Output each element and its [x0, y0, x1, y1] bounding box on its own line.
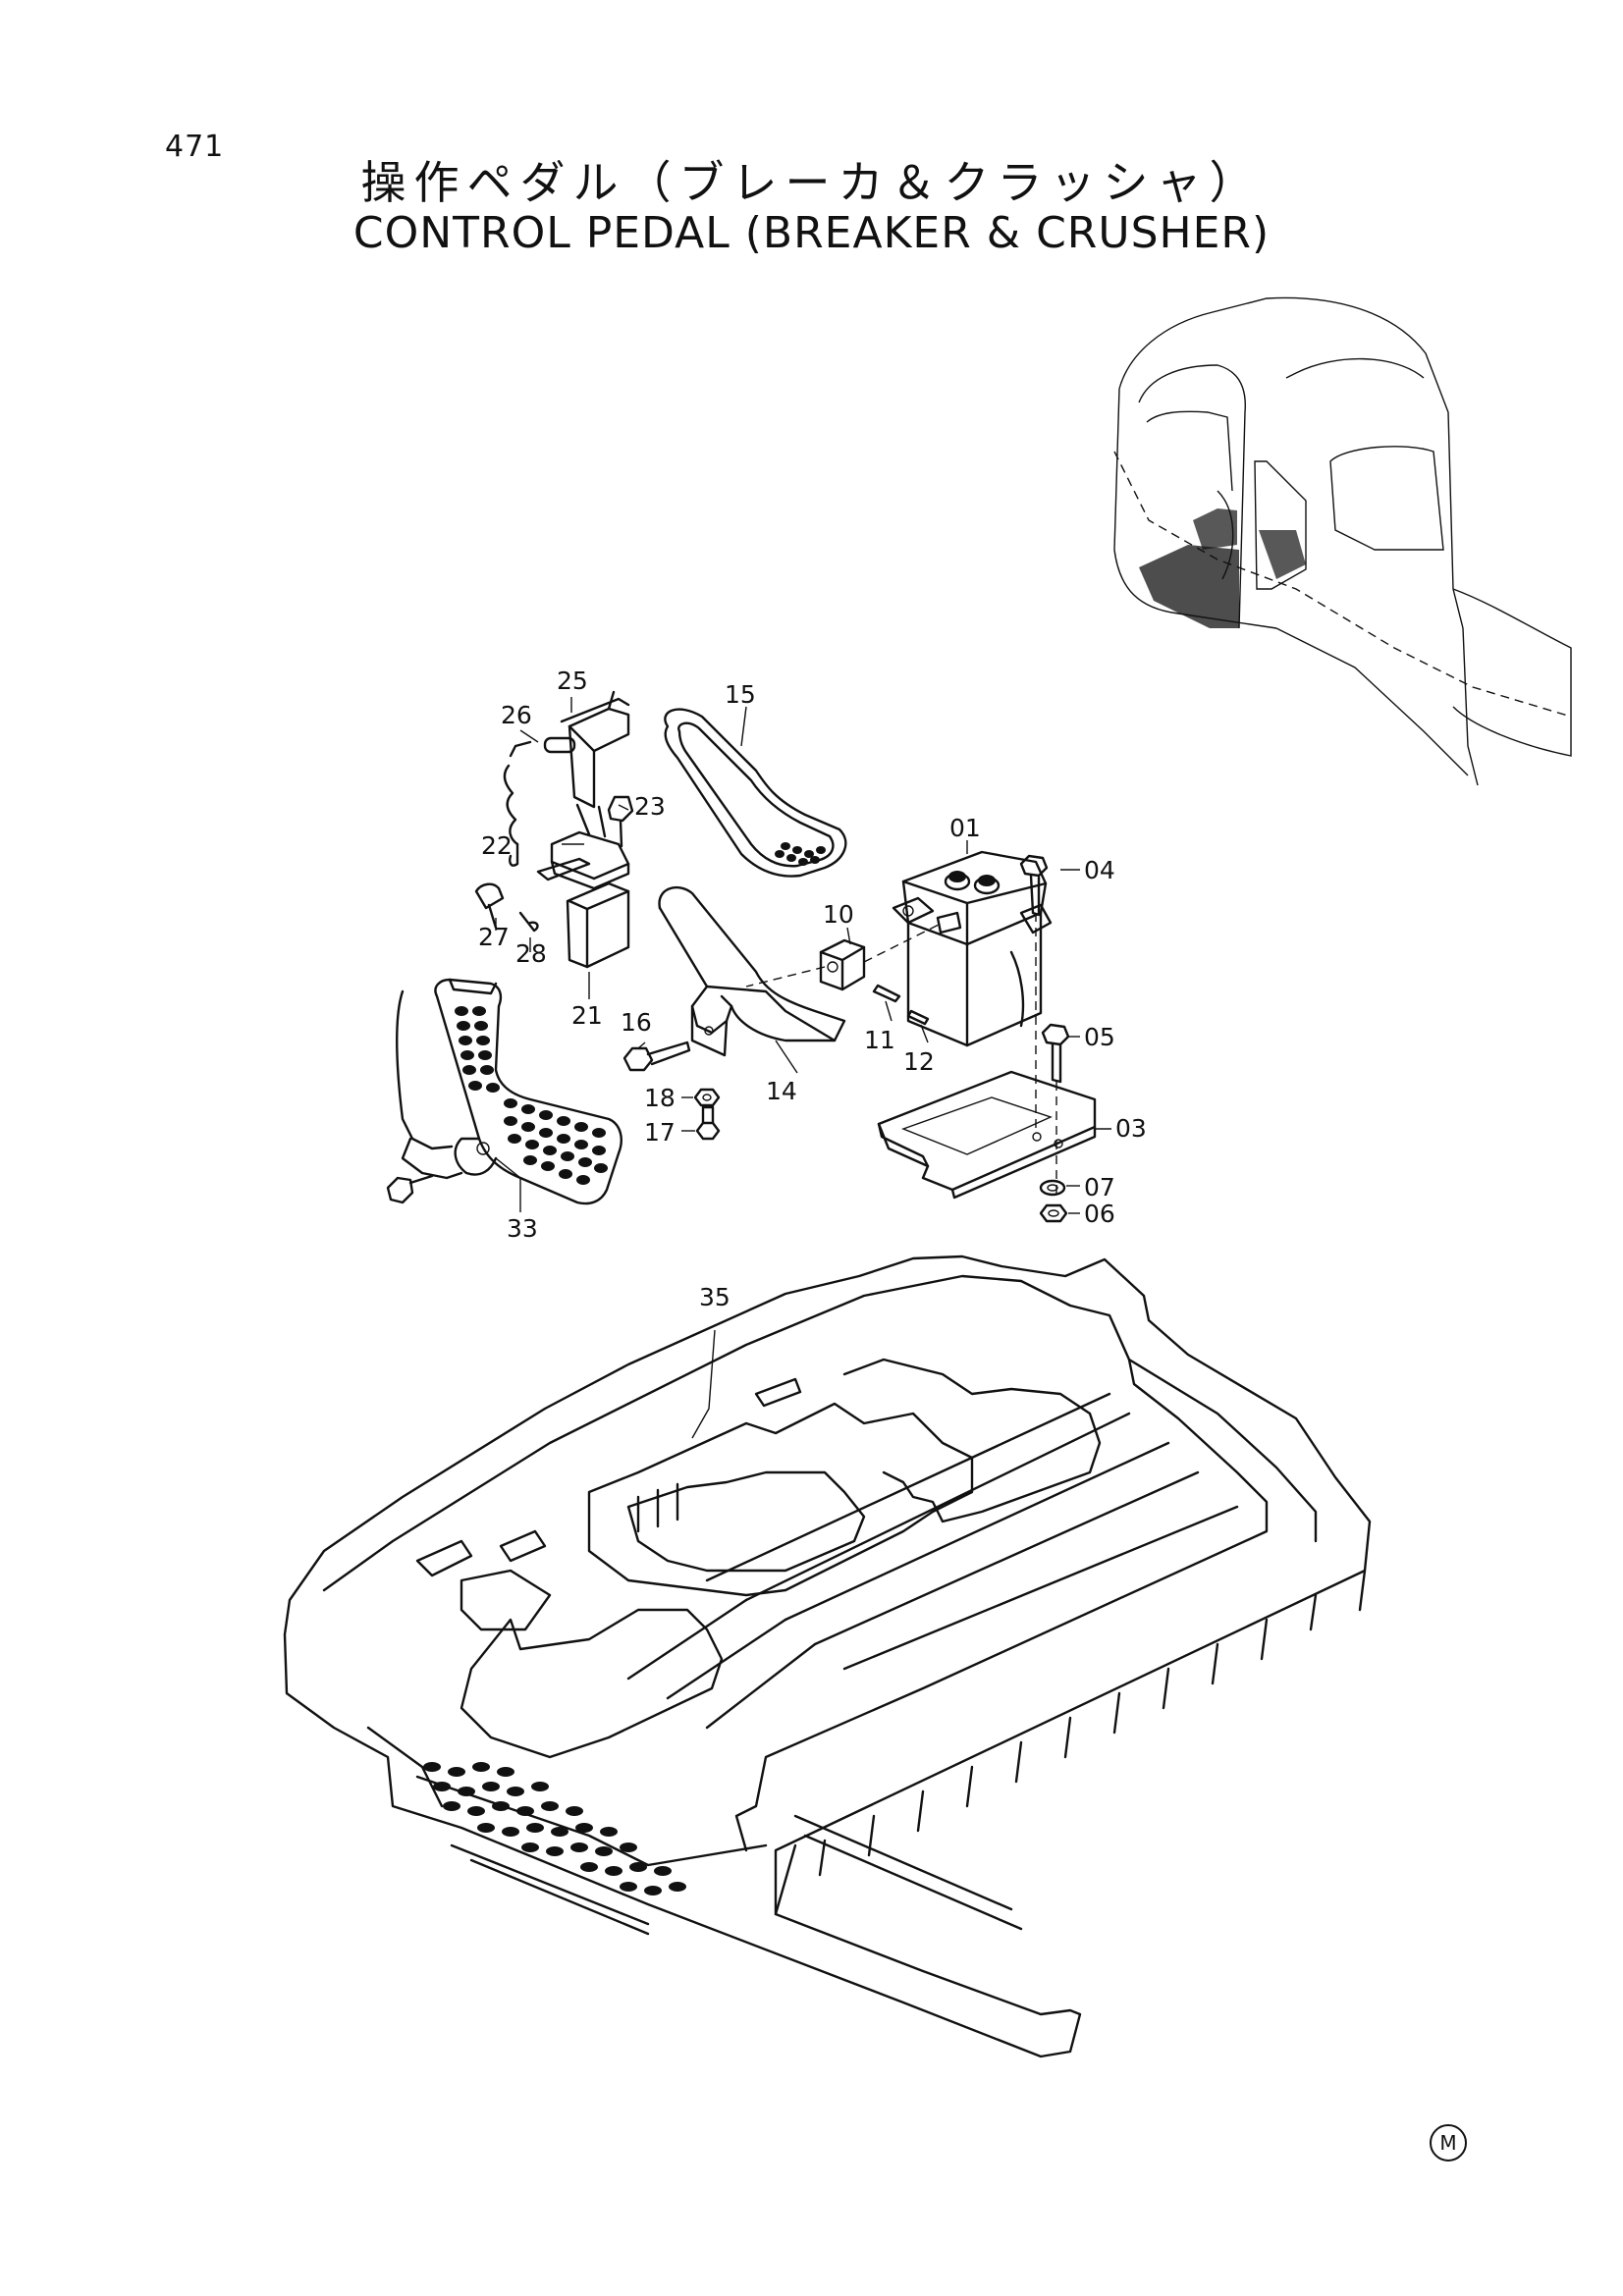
callout-12: 12 — [903, 1047, 935, 1076]
callout-05: 05 — [1084, 1023, 1115, 1051]
callout-25: 25 — [557, 667, 588, 695]
callout-16: 16 — [621, 1008, 652, 1037]
callout-18: 18 — [644, 1084, 676, 1112]
callout-11: 11 — [864, 1026, 895, 1054]
bracket-plate — [658, 886, 846, 1057]
callout-26: 26 — [501, 701, 532, 729]
callout-06: 06 — [1084, 1200, 1115, 1228]
callout-03: 03 — [1115, 1114, 1147, 1143]
pedal — [386, 978, 622, 1205]
callout-15: 15 — [725, 680, 756, 709]
bolts-04-05 — [1019, 854, 1070, 1198]
washer-nut — [1039, 1179, 1068, 1223]
callout-35: 35 — [699, 1283, 730, 1311]
callout-33: 33 — [507, 1214, 538, 1243]
base-plate — [877, 1070, 1097, 1200]
callout-04: 04 — [1084, 856, 1115, 884]
page-number: 471 — [165, 130, 225, 164]
callout-01: 01 — [949, 814, 981, 842]
cab-location-inset — [1113, 296, 1572, 786]
pedal-cover — [664, 708, 847, 878]
callout-17: 17 — [644, 1118, 676, 1147]
block-and-pins — [745, 922, 944, 1026]
callout-27: 27 — [478, 923, 510, 951]
callout-28: 28 — [515, 939, 547, 968]
trademark-mark: M — [1430, 2124, 1467, 2162]
callout-14: 14 — [766, 1077, 797, 1105]
floor-mat — [283, 1255, 1372, 2058]
callout-21: 21 — [571, 1001, 603, 1030]
callout-22: 22 — [481, 831, 513, 860]
callout-23: 23 — [634, 792, 666, 821]
title-japanese: 操作ペダル（ブレーカ＆クラッシャ） — [360, 156, 1263, 209]
fasteners-16-17-18 — [622, 1041, 721, 1141]
switch-assembly — [474, 690, 634, 969]
callout-07: 07 — [1084, 1173, 1115, 1201]
callout-10: 10 — [823, 900, 854, 929]
title-english: CONTROL PEDAL (BREAKER & CRUSHER) — [352, 208, 1271, 258]
leader-lines — [495, 697, 1111, 1439]
callout-labels: 01 03 04 05 06 07 10 11 12 14 15 16 17 1… — [478, 667, 1147, 1311]
control-valve — [892, 850, 1053, 1047]
